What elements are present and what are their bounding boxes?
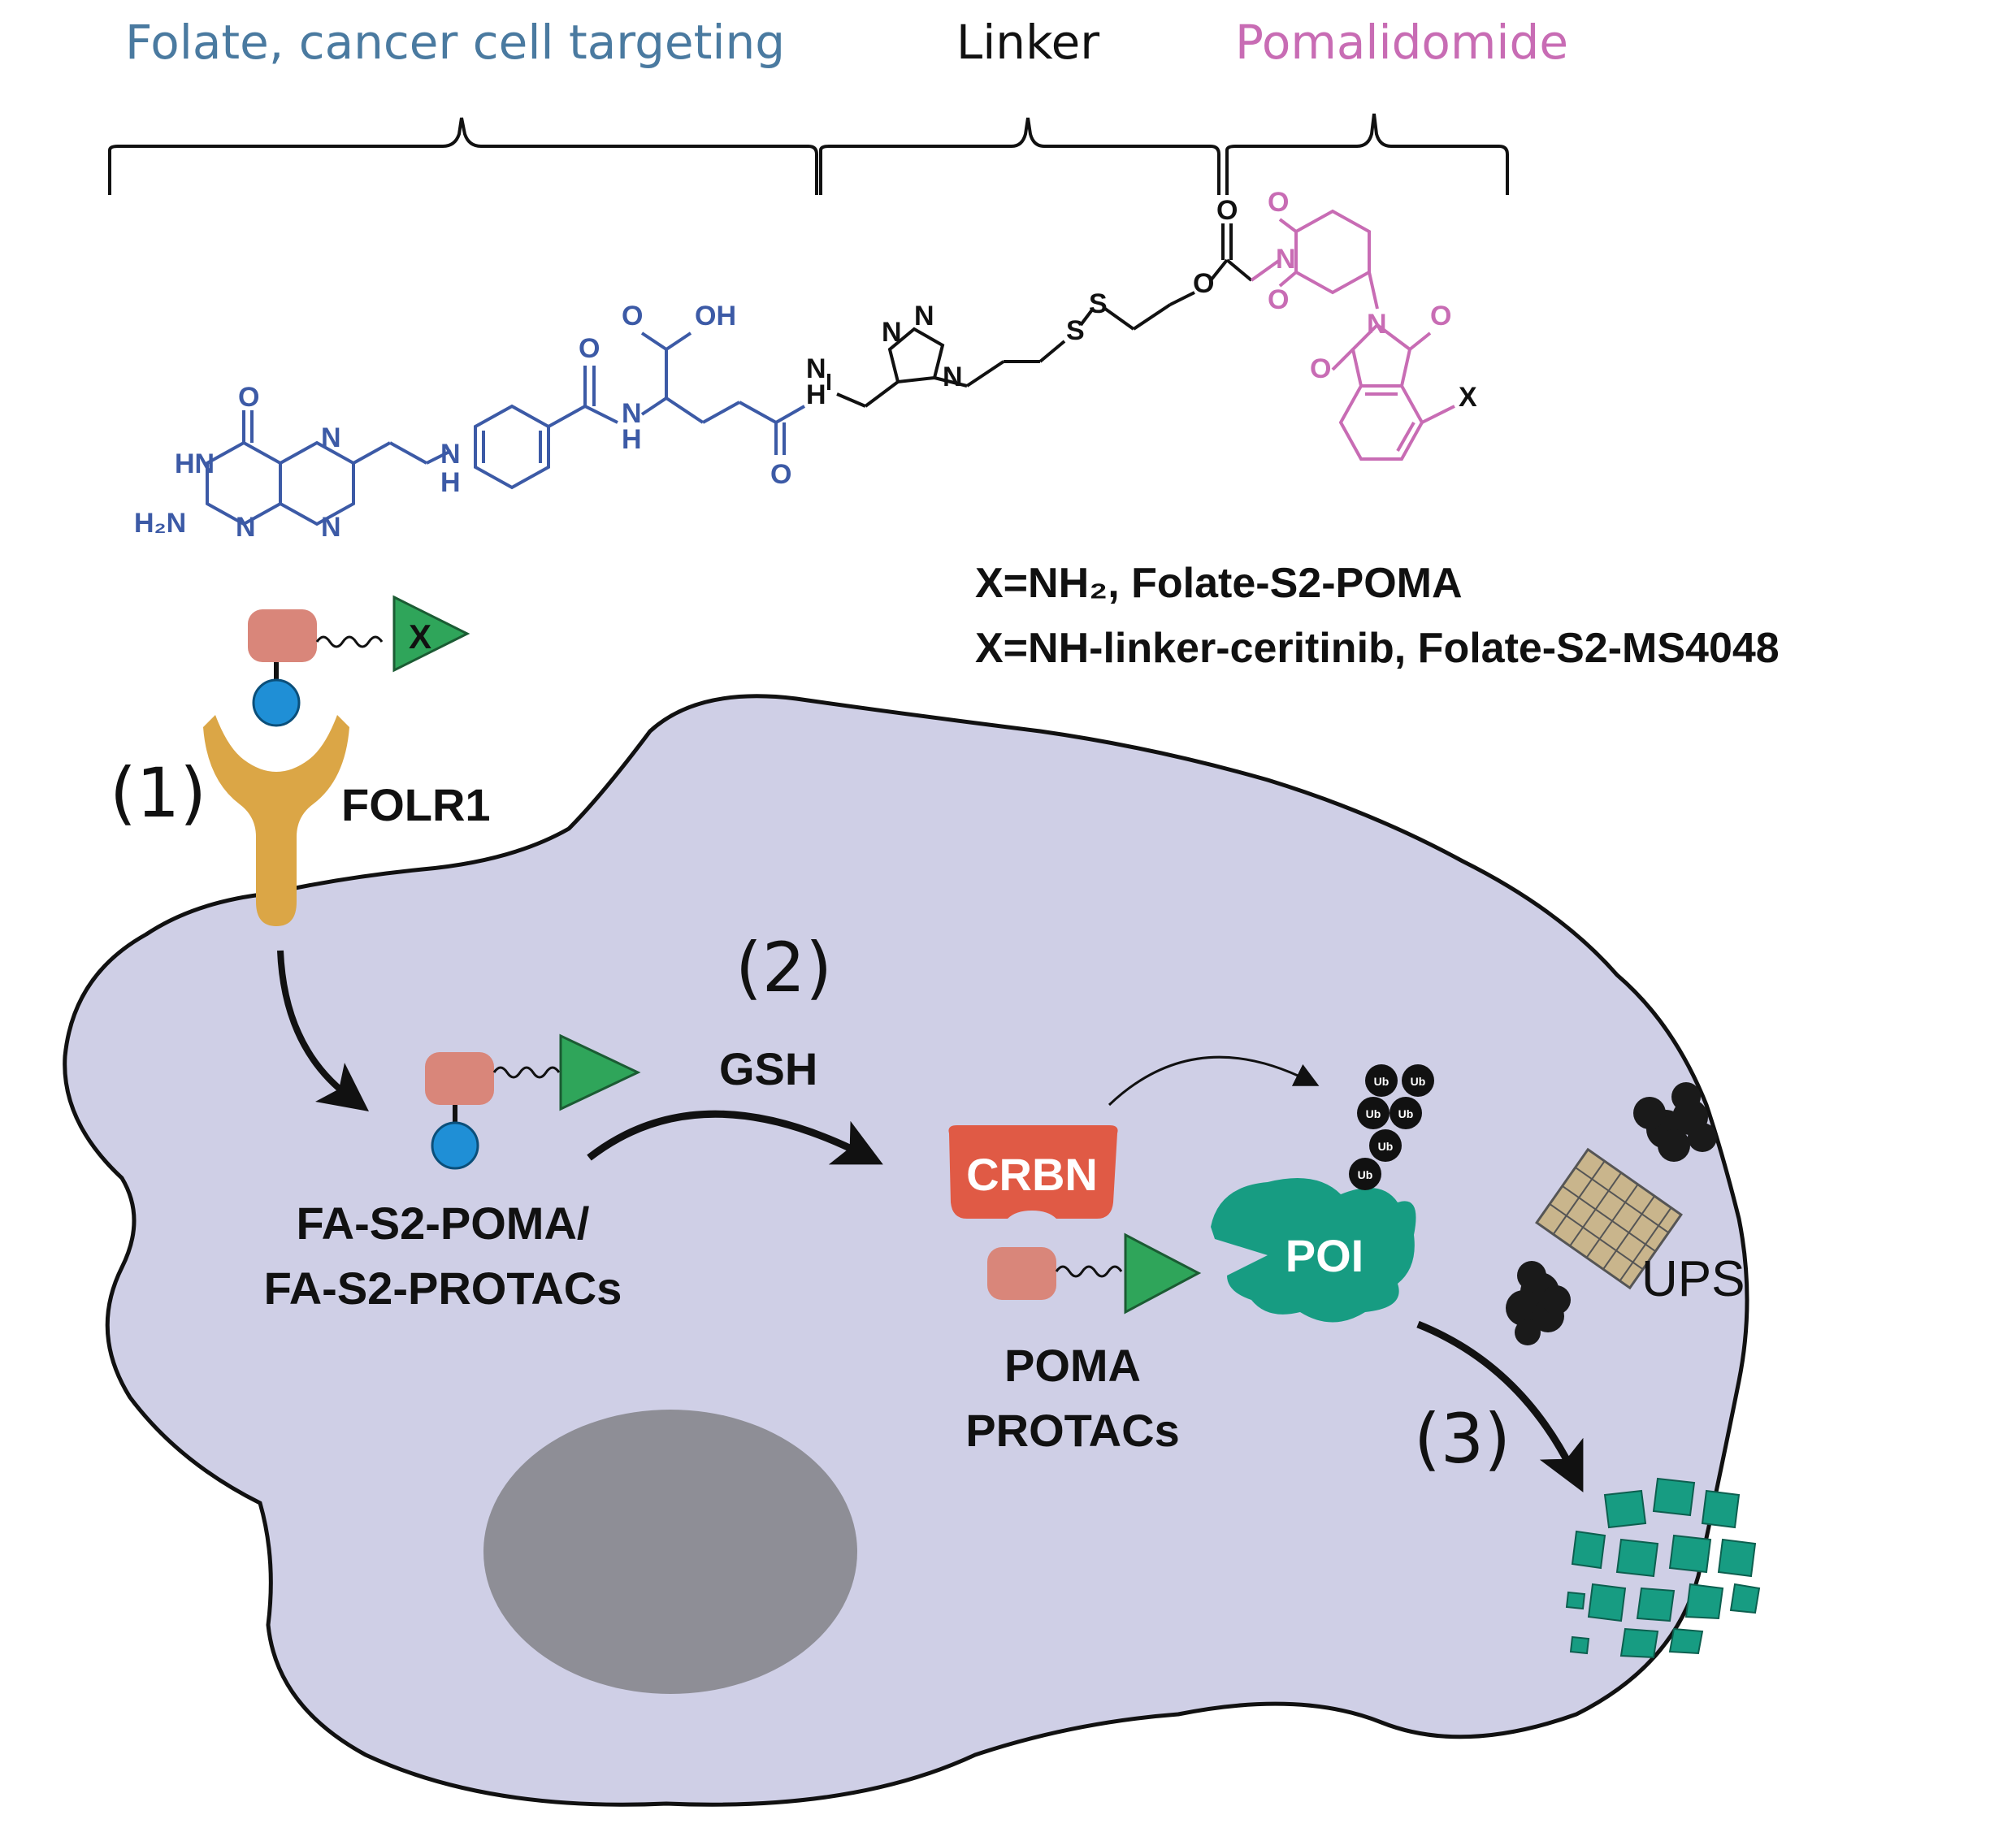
atom-s2: S [1089,288,1108,319]
crbn-protein [948,1125,1118,1219]
folate-structure [206,331,805,526]
ub-label-3: Ub [1366,1107,1381,1120]
folate-bracket [108,117,818,195]
cancer-cell [63,694,1749,1807]
atom-n2: N [321,422,341,453]
wavy-linker-inner [492,1066,561,1079]
atom-iso-o1: O [1430,301,1451,331]
arrow-degradation [1416,1320,1584,1492]
folate-atom-labels: O HN H₂N N N N N H O N H O OH O [134,301,791,543]
step-2-label: (2) [735,928,832,1007]
linker-bracket [819,117,1220,195]
ligand-block-released [987,1247,1056,1300]
poi-protein [1211,1178,1416,1323]
ups-label: UPS [1641,1251,1745,1307]
atom-cooh-oh: OH [695,301,736,331]
linker-structure [827,223,1253,408]
atom-nh-link-h: H [440,467,461,498]
warhead-triangle-top [392,595,470,673]
proteasome-icon [1506,1082,1717,1345]
atom-glu-o: O [770,459,791,490]
poi-label: POI [1285,1230,1364,1281]
warhead-triangle-released [1124,1232,1202,1315]
degraded-poi-fragments [1565,1477,1761,1659]
atom-nh-link-n: N [440,439,461,470]
ub-label-5: Ub [1411,1075,1426,1088]
ub-label-6: Ub [1374,1075,1390,1088]
folr1-label: FOLR1 [341,779,491,830]
atom-n1: N [236,512,256,543]
atom-iso-o2: O [1310,353,1331,384]
atom-tri-n1: N [882,317,902,348]
pomalidomide-bracket [1225,113,1509,195]
poma-label-line2: PROTACs [965,1405,1179,1456]
atom-h2n: H₂N [134,508,186,539]
arrow-gsh-cleavage [587,1110,883,1165]
ub-label-2: Ub [1378,1140,1394,1153]
pomalidomide-atom-labels: N O O N O O [1268,187,1451,384]
ub-label-4: Ub [1398,1107,1414,1120]
atom-x: X [1459,382,1477,413]
wavy-linker-released [1055,1265,1123,1278]
ligand-block-top [248,609,317,662]
atom-amide-n: N [622,398,642,429]
gsh-label: GSH [719,1043,817,1094]
atom-tri-n3: N [943,362,963,392]
poma-protac [987,1232,1202,1315]
atom-amide-o: O [579,333,600,364]
folr1-receptor [203,715,349,926]
atom-tri-n2: N [914,301,934,331]
atom-pip-o1: O [1268,187,1289,218]
linker-atom-labels: N H N N N S S O O [806,195,1238,410]
variant-2-label: X=NH-linker-ceritinib, Folate-S2-MS4048 [975,625,1780,672]
atom-cooh-o: O [622,301,643,331]
atom-s1: S [1066,315,1085,346]
atom-pip-n: N [1276,244,1296,275]
ligand-block-inner [425,1052,494,1105]
atom-amide-h: H [622,424,642,455]
atom-o-top: O [238,382,259,413]
atom-nh2-n: N [806,353,826,384]
ubiquitin-chain: Ub Ub Ub Ub Ub Ub [1349,1064,1434,1190]
step-1-label: (1) [110,753,206,833]
pomalidomide-structure [1250,209,1455,461]
arrow-ubiquitination [1108,1055,1320,1107]
warhead-triangle-inner [559,1033,641,1111]
variant-1-label: X=NH₂, Folate-S2-POMA [975,560,1463,607]
step-3-label: (3) [1414,1399,1511,1479]
fa-label-line2: FA-S2-PROTACs [264,1263,622,1314]
probe-inner [425,1033,641,1170]
folate-segment-title: Folate, cancer cell targeting [125,15,785,70]
atom-pip-o2: O [1268,284,1289,315]
atom-iso-n: N [1367,309,1387,340]
atom-n3: N [321,512,341,543]
crbn-label: CRBN [966,1149,1098,1200]
folate-ball-inner [431,1121,479,1170]
atom-ester-o: O [1193,268,1214,299]
linker-segment-title: Linker [956,15,1099,70]
probe-top: X [248,595,470,727]
pomalidomide-segment-title: Pomalidomide [1235,15,1568,70]
wavy-linker-top [315,635,384,648]
nucleus [483,1410,857,1694]
arrow-internalization [277,950,369,1112]
atom-hn: HN [175,448,215,479]
folate-ball-top [252,678,301,727]
warhead-x-label: X [409,617,431,656]
fa-label-line1: FA-S2-POMA/ [297,1198,590,1249]
poma-label-line1: POMA [1004,1340,1141,1391]
atom-nh2-h: H [806,379,826,410]
atom-carb-o: O [1216,195,1238,226]
ub-label-1: Ub [1358,1168,1373,1181]
